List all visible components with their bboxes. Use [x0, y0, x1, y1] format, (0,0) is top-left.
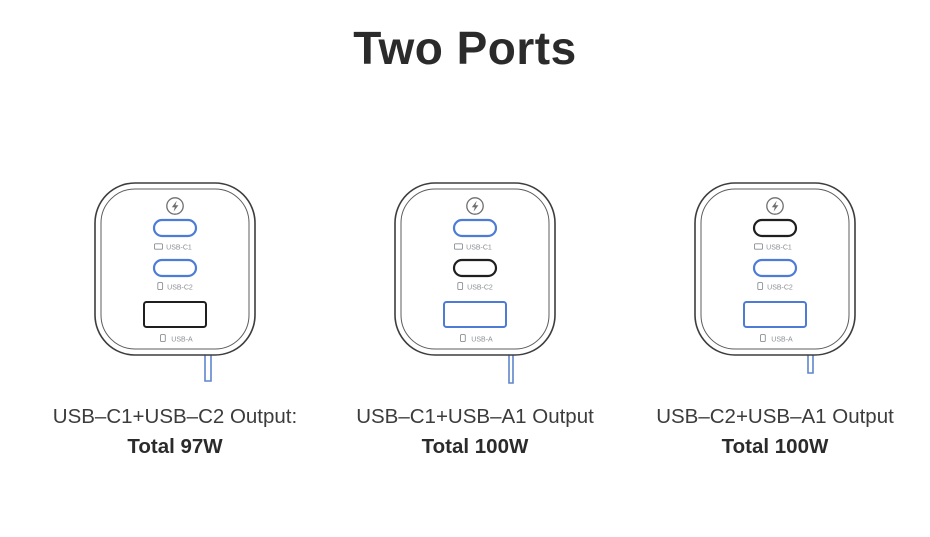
caption-total-wattage: Total 100W	[721, 435, 829, 458]
phone-icon	[757, 282, 764, 291]
usb-c1-label: USB-C1	[766, 245, 792, 252]
charger-figure-c1-c2: USB-C1 USB-C2 USB-A USB–C1+USB–C2 Output…	[35, 173, 315, 462]
usb-c1-label: USB-C1	[466, 245, 492, 252]
caption-total-wattage: Total 100W	[421, 435, 529, 458]
usb-c2-label: USB-C2	[167, 285, 193, 292]
usb-c2-port	[152, 258, 198, 278]
usb-c1-port	[152, 218, 198, 238]
usb-a-port	[143, 301, 207, 328]
charger-caption: USB–C1+USB–A1 Output Total 100W	[335, 402, 615, 462]
phone-icon	[760, 334, 766, 343]
usb-c1-label: USB-C1	[166, 245, 192, 252]
usb-c1-port	[752, 218, 798, 238]
fast-charge-logo-icon	[166, 197, 184, 215]
usb-c1-port	[452, 218, 498, 238]
page-title: Two Ports	[353, 22, 577, 74]
usb-a-port	[443, 301, 507, 328]
charger-diagram-c2-a1: USB-C1 USB-C2 USB-A	[694, 182, 856, 374]
usb-a-label: USB-A	[771, 337, 793, 344]
usb-a-port	[743, 301, 807, 328]
phone-icon	[160, 334, 166, 343]
usb-c2-port	[452, 258, 498, 278]
charger-diagram-c1-a1: USB-C1 USB-C2 USB-A	[394, 182, 556, 384]
fast-charge-logo-icon	[766, 197, 784, 215]
usb-c2-label: USB-C2	[467, 285, 493, 292]
caption-output-ports: USB–C1+USB–A1 Output	[356, 405, 594, 428]
charger-caption: USB–C1+USB–C2 Output: Total 97W	[35, 402, 315, 462]
charger-caption: USB–C2+USB–A1 Output Total 100W	[635, 402, 915, 462]
caption-total-wattage: Total 97W	[127, 435, 223, 458]
phone-icon	[157, 282, 164, 291]
charger-body-inner-outline	[100, 188, 250, 350]
charger-figure-c2-a1: USB-C1 USB-C2 USB-A USB–C2+USB–A1 Output…	[635, 173, 915, 462]
usb-c2-port	[752, 258, 798, 278]
laptop-icon	[754, 243, 763, 250]
chargers-row: USB-C1 USB-C2 USB-A USB–C1+USB–C2 Output…	[0, 173, 930, 462]
phone-icon	[460, 334, 466, 343]
fast-charge-logo-icon	[466, 197, 484, 215]
usb-a-label: USB-A	[171, 337, 193, 344]
caption-output-ports: USB–C1+USB–C2 Output:	[52, 405, 298, 428]
charger-body-inner-outline	[700, 188, 850, 350]
charger-body-inner-outline	[400, 188, 550, 350]
caption-output-ports: USB–C2+USB–A1 Output	[656, 405, 894, 428]
laptop-icon	[154, 243, 163, 250]
phone-icon	[457, 282, 464, 291]
usb-a-label: USB-A	[471, 337, 493, 344]
laptop-icon	[454, 243, 463, 250]
charger-diagram-c1-c2: USB-C1 USB-C2 USB-A	[94, 182, 256, 382]
charger-figure-c1-a1: USB-C1 USB-C2 USB-A USB–C1+USB–A1 Output…	[335, 173, 615, 462]
usb-c2-label: USB-C2	[767, 285, 793, 292]
